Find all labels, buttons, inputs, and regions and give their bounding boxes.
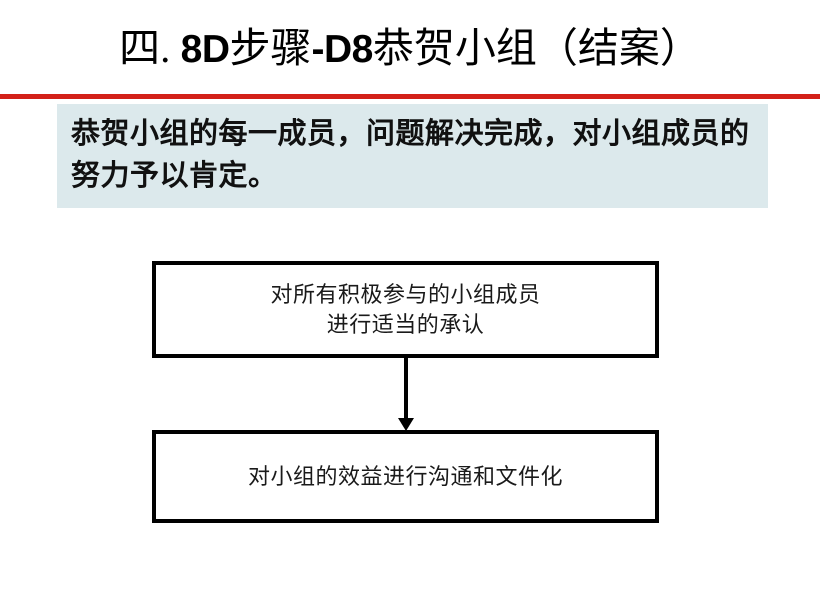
page-title-segment-cjk-3: 恭贺小组（结案）	[372, 25, 701, 71]
flowchart-box-1-label: 对所有积极参与的小组成员 进行适当的承认	[270, 280, 540, 340]
flowchart-box-2-label: 对小组的效益进行沟通和文件化	[248, 462, 563, 492]
flowchart-connector-line	[404, 358, 408, 422]
flowchart-box-1: 对所有积极参与的小组成员 进行适当的承认	[152, 261, 659, 358]
page-title-segment-cjk-2: 步骤	[229, 25, 312, 71]
flowchart-box-2: 对小组的效益进行沟通和文件化	[152, 430, 659, 523]
flowchart-box-1-line-1: 对所有积极参与的小组成员	[270, 281, 541, 307]
page-title-segment-cjk-1: 四.	[119, 25, 181, 71]
subtitle-panel: 恭贺小组的每一成员，问题解决完成，对小组成员的努力予以肯定。	[57, 104, 768, 208]
page-title: 四. 8D步骤-D8恭贺小组（结案）	[0, 22, 820, 76]
arrow-down-icon	[398, 418, 414, 431]
flowchart-box-2-line-1: 对小组的效益进行沟通和文件化	[247, 463, 563, 489]
page-title-segment-latin-1: 8D	[180, 28, 230, 71]
flowchart-box-1-line-2: 进行适当的承认	[326, 311, 485, 337]
title-divider-rule	[0, 94, 820, 99]
page-title-segment-latin-2: -D8	[311, 28, 374, 71]
subtitle-text: 恭贺小组的每一成员，问题解决完成，对小组成员的努力予以肯定。	[71, 118, 750, 192]
